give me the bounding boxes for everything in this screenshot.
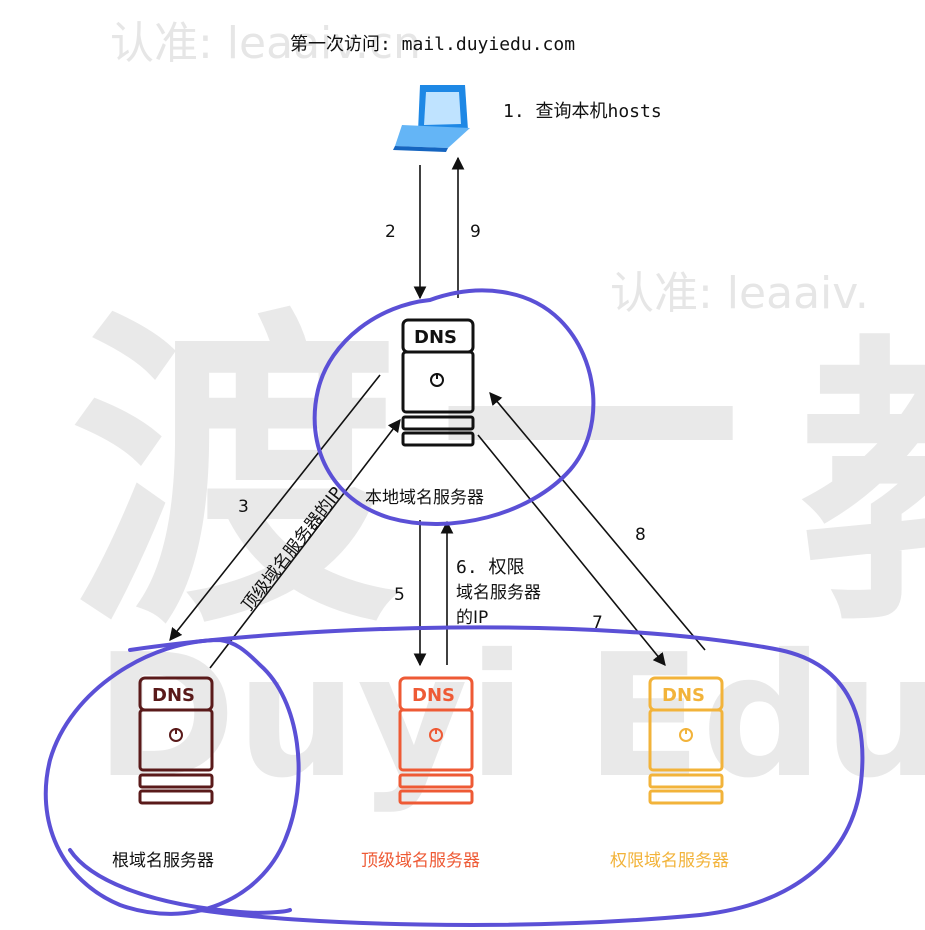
step-3-label: 3 bbox=[238, 497, 249, 517]
root-dns-server bbox=[138, 676, 214, 805]
step-6-label-line3: 的IP bbox=[456, 608, 488, 628]
watermark-char-3: 教 bbox=[800, 312, 925, 661]
watermark-text-top: 认准: leaaiv.cn bbox=[110, 18, 421, 69]
step-5-label: 5 bbox=[394, 585, 405, 605]
auth-dns-badge: DNS bbox=[662, 685, 705, 706]
step-6-label-line2: 域名服务器 bbox=[456, 583, 541, 603]
auth-dns-label: 权限域名服务器 bbox=[610, 851, 729, 871]
watermark-text-right: 认准: leaaiv. bbox=[610, 268, 869, 319]
step-9-label: 9 bbox=[470, 222, 481, 242]
annotation-circle-all bbox=[68, 625, 865, 927]
auth-dns-server bbox=[648, 676, 724, 805]
tld-dns-label: 顶级域名服务器 bbox=[361, 851, 480, 871]
watermark-brand: Duyi Edu bbox=[95, 618, 925, 816]
watermark-char-1: 渡 bbox=[70, 284, 400, 668]
arrow-step-4 bbox=[209, 418, 401, 669]
step-7-label: 7 bbox=[592, 613, 603, 633]
tld-dns-badge: DNS bbox=[412, 685, 455, 706]
tld-dns-server bbox=[398, 676, 474, 805]
arrow-step-3 bbox=[169, 374, 381, 642]
local-dns-server bbox=[401, 318, 475, 447]
local-dns-label: 本地域名服务器 bbox=[365, 488, 484, 508]
local-dns-badge: DNS bbox=[414, 327, 457, 348]
arrow-step-7 bbox=[477, 434, 666, 666]
hand-annotation bbox=[43, 288, 865, 927]
arrow-step-8 bbox=[489, 392, 706, 651]
laptop-computer-icon bbox=[393, 85, 470, 152]
step-2-label: 2 bbox=[385, 222, 396, 242]
annotation-circle-root bbox=[43, 638, 301, 916]
annotation-circle-local bbox=[312, 288, 596, 526]
step-6-label-line1: 6. 权限 bbox=[456, 557, 525, 578]
root-dns-badge: DNS bbox=[152, 685, 195, 706]
watermark: 认准: leaaiv.cn 认准: leaaiv. 渡 一 教 Duyi Edu bbox=[70, 18, 925, 816]
step-8-label: 8 bbox=[635, 525, 646, 545]
step-1-label: 1. 查询本机hosts bbox=[503, 101, 662, 122]
page-title: 第一次访问: mail.duyiedu.com bbox=[290, 34, 575, 55]
root-dns-label: 根域名服务器 bbox=[112, 851, 214, 871]
